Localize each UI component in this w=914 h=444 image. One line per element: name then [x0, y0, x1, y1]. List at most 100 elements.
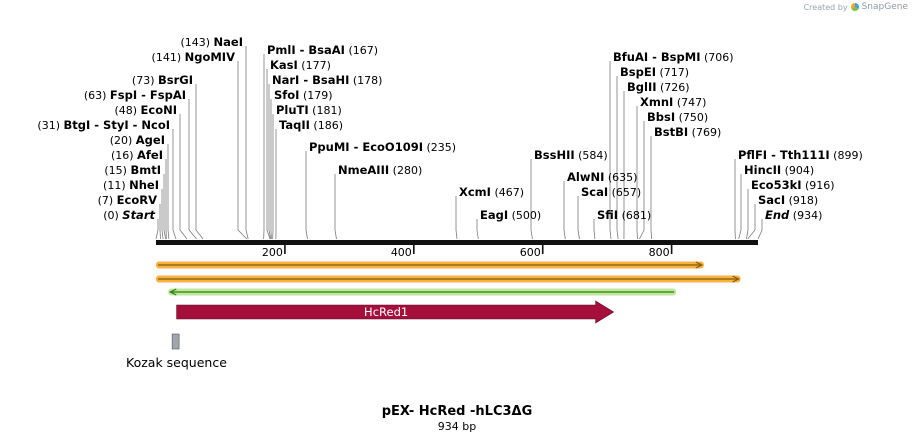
site-label[interactable]: BfuAI - BspMI (706) [613, 50, 734, 64]
site-label[interactable]: NarI - BsaHI (178) [272, 73, 382, 87]
site-label[interactable]: (73) BsrGI [132, 73, 193, 87]
site-line [245, 46, 249, 240]
site-line [476, 219, 479, 240]
site-label[interactable]: XcmI (467) [459, 185, 524, 199]
site-position: (918) [785, 194, 818, 207]
site-position: (635) [604, 171, 637, 184]
site-label[interactable]: (15) BmtI [104, 163, 161, 177]
site-name: NheI [129, 178, 159, 192]
site-position: (904) [781, 164, 814, 177]
site-label[interactable]: ScaI (657) [581, 185, 641, 199]
site-name: XcmI [459, 185, 491, 199]
site-label[interactable]: BbsI (750) [647, 110, 708, 124]
snapgene-credit: Created by SnapGene [804, 2, 908, 12]
feature-arrow[interactable]: HcRed1 [176, 300, 615, 324]
site-label[interactable]: KasI (177) [270, 58, 331, 72]
site-name: PflFI - Tth111I [738, 148, 830, 162]
site-position: (726) [657, 81, 690, 94]
site-position: (178) [349, 74, 382, 87]
site-position: (584) [575, 149, 608, 162]
site-line [747, 204, 756, 240]
site-label[interactable]: SfoI (179) [274, 88, 333, 102]
site-position: (63) [84, 89, 110, 102]
site-label[interactable]: PmlI - BsaAI (167) [267, 43, 378, 57]
site-label[interactable]: EagI (500) [480, 208, 541, 222]
site-name: BstBI [654, 125, 688, 139]
site-line [616, 76, 619, 240]
site-label[interactable]: XmnI (747) [640, 95, 706, 109]
site-line [167, 144, 170, 240]
site-name: BssHII [534, 148, 575, 162]
site-line [639, 121, 645, 240]
site-label[interactable]: End (934) [765, 208, 822, 222]
site-label[interactable]: BstBI (769) [654, 125, 721, 139]
site-name: PpuMI - EcoO109I [309, 140, 423, 154]
site-line [179, 114, 188, 240]
primer-track[interactable] [156, 261, 704, 269]
ruler-tick-label: 200 [262, 246, 283, 259]
site-label[interactable]: BspEI (717) [620, 65, 689, 79]
site-label[interactable]: SacI (918) [758, 193, 818, 207]
site-position: (916) [802, 179, 835, 192]
site-label[interactable]: (0) Start [103, 208, 155, 222]
site-label[interactable]: AlwNI (635) [567, 170, 637, 184]
site-position: (747) [673, 96, 706, 109]
site-name: PluTI [276, 103, 309, 117]
site-label[interactable]: (11) NheI [103, 178, 159, 192]
sequence-backbone [156, 240, 758, 245]
site-position: (7) [98, 194, 117, 207]
site-line [746, 189, 749, 240]
site-label[interactable]: BssHII (584) [534, 148, 608, 162]
site-label[interactable]: TaqII (186) [279, 118, 343, 132]
site-line [155, 219, 159, 240]
site-label[interactable]: Eco53kI (916) [751, 178, 835, 192]
site-label[interactable]: PluTI (181) [276, 103, 342, 117]
site-name: TaqII [279, 118, 310, 132]
site-label[interactable]: (31) BtgI - StyI - NcoI [37, 118, 170, 132]
site-position: (179) [299, 89, 332, 102]
site-name: BspEI [620, 65, 656, 79]
kozak-feature[interactable]: Kozak sequence [126, 333, 227, 370]
site-line [334, 174, 337, 240]
site-label[interactable]: (48) EcoNI [114, 103, 177, 117]
site-position: (467) [491, 186, 524, 199]
site-label[interactable]: NmeAIII (280) [338, 163, 422, 177]
site-position: (143) [180, 36, 213, 49]
site-position: (48) [114, 104, 140, 117]
site-line [757, 219, 763, 240]
site-label[interactable]: SfiI (681) [597, 208, 651, 222]
site-line [195, 84, 204, 240]
site-position: (141) [152, 51, 185, 64]
credit-brand: SnapGene [861, 2, 908, 12]
site-line [577, 196, 580, 240]
site-label[interactable]: (143) NaeI [180, 35, 243, 49]
site-name: Start [122, 208, 155, 222]
site-position: (681) [618, 209, 651, 222]
site-label[interactable]: (7) EcoRV [98, 193, 158, 207]
primer-track[interactable] [168, 288, 677, 296]
site-line [161, 189, 164, 240]
site-name: NmeAIII [338, 163, 389, 177]
site-label[interactable]: PflFI - Tth111I (899) [738, 148, 863, 162]
site-name: KasI [270, 58, 298, 72]
site-label[interactable]: (141) NgoMIV [152, 50, 236, 64]
site-name: FspI - FspAI [110, 88, 186, 102]
site-label[interactable]: (16) AfeI [111, 148, 163, 162]
site-label[interactable]: BglII (726) [627, 80, 690, 94]
site-label[interactable]: (20) AgeI [110, 133, 165, 147]
site-position: (15) [104, 164, 130, 177]
site-position: (0) [103, 209, 122, 222]
site-label[interactable]: PpuMI - EcoO109I (235) [309, 140, 456, 154]
site-name: EcoRV [117, 193, 157, 207]
site-position: (177) [298, 59, 331, 72]
site-label[interactable]: (63) FspI - FspAI [84, 88, 186, 102]
site-name: SfoI [274, 88, 299, 102]
site-label[interactable]: HincII (904) [744, 163, 814, 177]
site-line [530, 159, 533, 240]
site-position: (11) [103, 179, 129, 192]
primer-track[interactable] [156, 275, 741, 283]
map-title-block: pEX- HcRed -hLC3ΔG 934 bp [0, 404, 914, 433]
site-name: BmtI [130, 163, 161, 177]
site-name: NarI - BsaHI [272, 73, 349, 87]
